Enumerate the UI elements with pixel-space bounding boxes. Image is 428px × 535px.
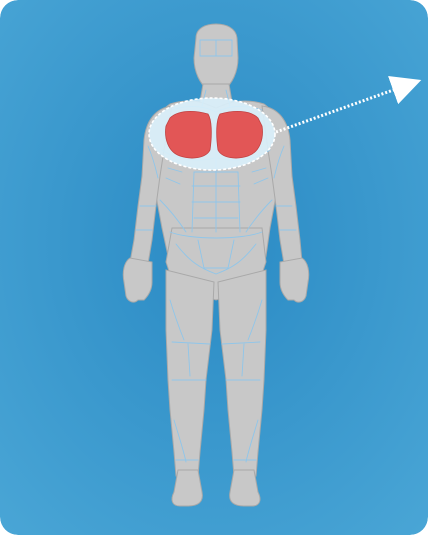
pectoral-right <box>216 110 263 159</box>
foot-left <box>171 469 203 507</box>
hand-right <box>279 257 310 303</box>
pectoral-left <box>165 110 212 159</box>
chest-highlight <box>148 97 276 171</box>
hand-left <box>122 257 153 303</box>
foot-right <box>229 469 261 507</box>
head <box>193 23 239 91</box>
